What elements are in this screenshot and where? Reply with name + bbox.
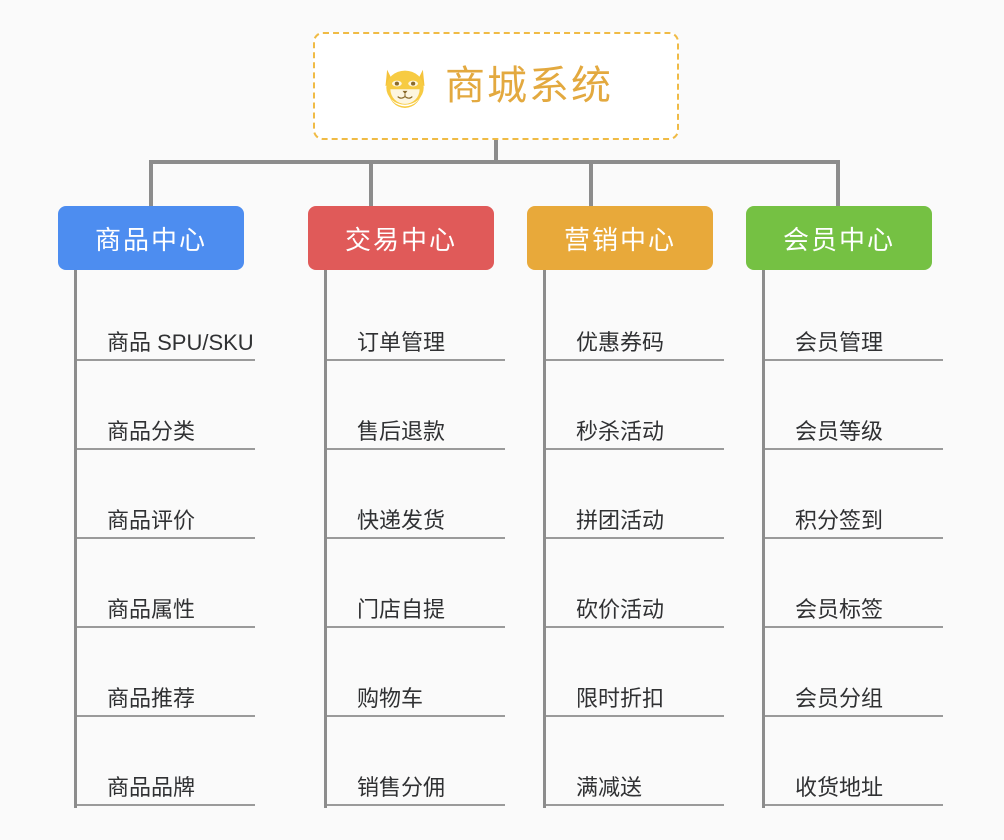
leaf-label: 会员标签 — [765, 597, 943, 628]
leaf-label: 商品推荐 — [77, 686, 255, 717]
category-header-trade-center[interactable]: 交易中心 — [308, 206, 494, 270]
leaf-label: 会员管理 — [765, 330, 943, 361]
leaf-item[interactable]: 商品评价 — [77, 452, 255, 541]
leaf-label: 商品属性 — [77, 597, 255, 628]
leaf-item[interactable]: 门店自提 — [327, 541, 505, 630]
leaf-label: 销售分佣 — [327, 775, 505, 806]
leaf-label: 售后退款 — [327, 419, 505, 450]
leaf-label: 商品 SPU/SKU — [77, 330, 255, 361]
leaf-label: 会员等级 — [765, 419, 943, 450]
connector-horizontal-bus — [149, 160, 840, 164]
leaf-item[interactable]: 销售分佣 — [327, 719, 505, 808]
leaf-item[interactable]: 限时折扣 — [546, 630, 724, 719]
leaf-item[interactable]: 商品分类 — [77, 363, 255, 452]
leaf-list-member-center: 会员管理 会员等级 积分签到 会员标签 会员分组 收货地址 — [762, 270, 943, 808]
leaf-item[interactable]: 会员等级 — [765, 363, 943, 452]
connector-root-stem — [494, 140, 498, 162]
leaf-label: 商品品牌 — [77, 775, 255, 806]
connector-drop-1 — [149, 160, 153, 208]
category-header-product-center[interactable]: 商品中心 — [58, 206, 244, 270]
leaf-item[interactable]: 满减送 — [546, 719, 724, 808]
leaf-list-trade-center: 订单管理 售后退款 快递发货 门店自提 购物车 销售分佣 — [324, 270, 505, 808]
leaf-label: 快递发货 — [327, 508, 505, 539]
leaf-item[interactable]: 购物车 — [327, 630, 505, 719]
leaf-item[interactable]: 商品属性 — [77, 541, 255, 630]
leaf-item[interactable]: 商品 SPU/SKU — [77, 274, 255, 363]
leaf-item[interactable]: 会员管理 — [765, 274, 943, 363]
leaf-label: 商品分类 — [77, 419, 255, 450]
connector-drop-4 — [836, 160, 840, 208]
leaf-label: 收货地址 — [765, 775, 943, 806]
leaf-label: 会员分组 — [765, 686, 943, 717]
leaf-label: 砍价活动 — [546, 597, 724, 628]
branch-product-center: 商品中心 商品 SPU/SKU 商品分类 商品评价 商品属性 商品推荐 商品品牌 — [58, 206, 255, 808]
leaf-item[interactable]: 优惠券码 — [546, 274, 724, 363]
leaf-label: 积分签到 — [765, 508, 943, 539]
shiba-dog-face-icon — [385, 69, 425, 108]
connector-drop-3 — [589, 160, 593, 208]
leaf-label: 秒杀活动 — [546, 419, 724, 450]
leaf-item[interactable]: 商品品牌 — [77, 719, 255, 808]
connector-drop-2 — [369, 160, 373, 208]
leaf-label: 门店自提 — [327, 597, 505, 628]
branch-member-center: 会员中心 会员管理 会员等级 积分签到 会员标签 会员分组 收货地址 — [746, 206, 943, 808]
category-header-marketing-center[interactable]: 营销中心 — [527, 206, 713, 270]
leaf-item[interactable]: 商品推荐 — [77, 630, 255, 719]
leaf-label: 商品评价 — [77, 508, 255, 539]
leaf-item[interactable]: 快递发货 — [327, 452, 505, 541]
leaf-item[interactable]: 秒杀活动 — [546, 363, 724, 452]
leaf-item[interactable]: 会员标签 — [765, 541, 943, 630]
branch-marketing-center: 营销中心 优惠券码 秒杀活动 拼团活动 砍价活动 限时折扣 满减送 — [527, 206, 724, 808]
leaf-label: 满减送 — [546, 775, 724, 806]
leaf-item[interactable]: 订单管理 — [327, 274, 505, 363]
leaf-list-product-center: 商品 SPU/SKU 商品分类 商品评价 商品属性 商品推荐 商品品牌 — [74, 270, 255, 808]
leaf-item[interactable]: 砍价活动 — [546, 541, 724, 630]
root-title: 商城系统 — [445, 64, 613, 108]
category-header-member-center[interactable]: 会员中心 — [746, 206, 932, 270]
leaf-label: 限时折扣 — [546, 686, 724, 717]
leaf-item[interactable]: 拼团活动 — [546, 452, 724, 541]
leaf-item[interactable]: 收货地址 — [765, 719, 943, 808]
root-node[interactable]: 商城系统 — [313, 32, 679, 140]
leaf-list-marketing-center: 优惠券码 秒杀活动 拼团活动 砍价活动 限时折扣 满减送 — [543, 270, 724, 808]
leaf-label: 拼团活动 — [546, 508, 724, 539]
leaf-label: 优惠券码 — [546, 330, 724, 361]
leaf-label: 订单管理 — [327, 330, 505, 361]
leaf-item[interactable]: 积分签到 — [765, 452, 943, 541]
leaf-item[interactable]: 会员分组 — [765, 630, 943, 719]
leaf-label: 购物车 — [327, 686, 505, 717]
leaf-item[interactable]: 售后退款 — [327, 363, 505, 452]
branch-trade-center: 交易中心 订单管理 售后退款 快递发货 门店自提 购物车 销售分佣 — [308, 206, 505, 808]
